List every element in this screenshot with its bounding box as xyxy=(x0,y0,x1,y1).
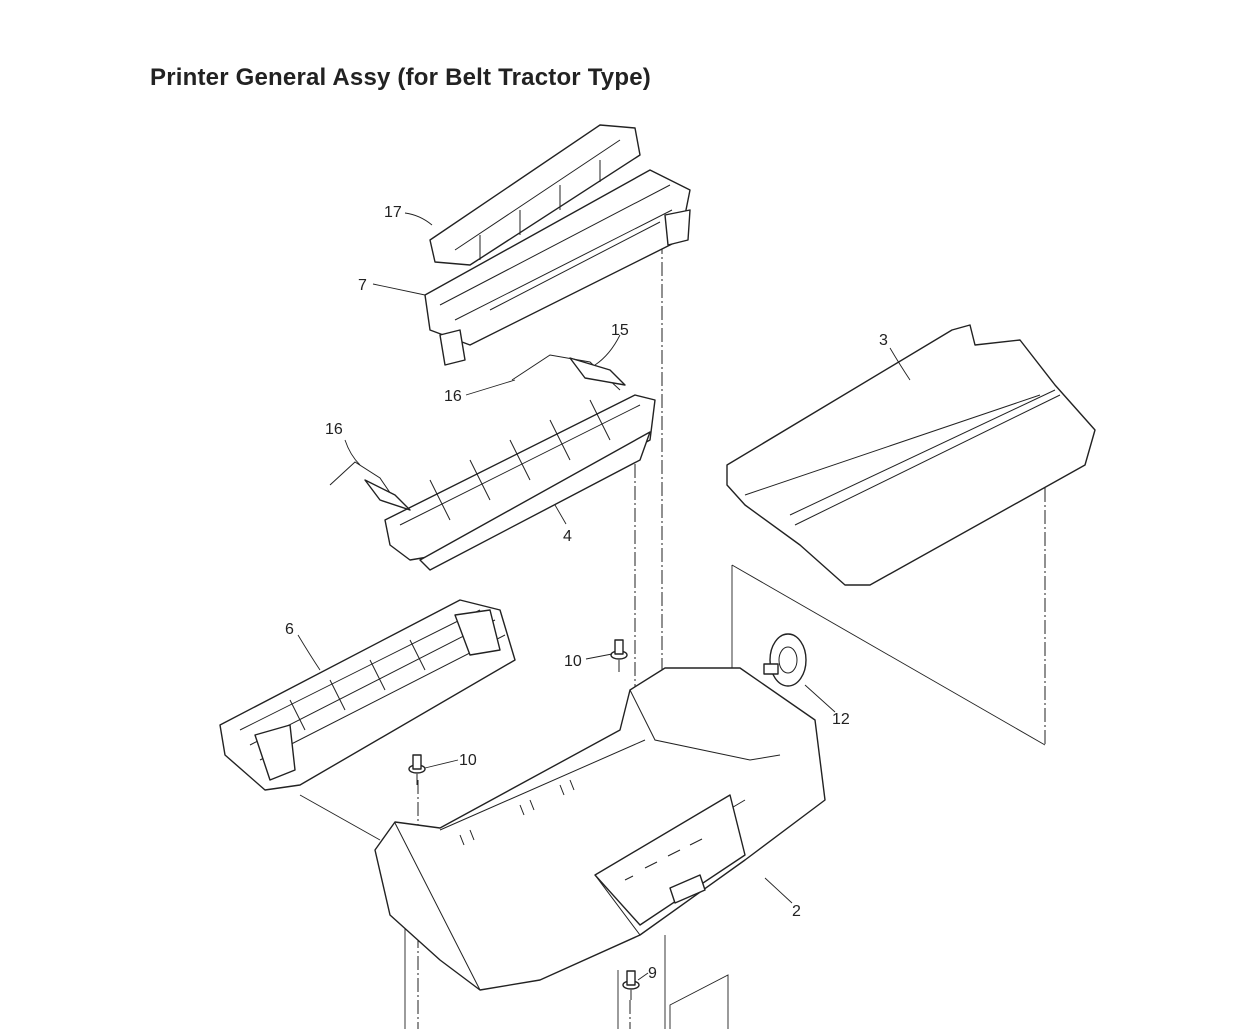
page-title: Printer General Assy (for Belt Tractor T… xyxy=(150,64,651,91)
screw-10-lower xyxy=(408,754,426,785)
part-4-tractor-unit xyxy=(329,354,656,571)
screw-10-upper xyxy=(610,639,628,672)
callout-16-right: 16 xyxy=(444,388,462,405)
callout-15: 15 xyxy=(611,322,629,339)
part-3-top-cover xyxy=(726,324,1096,586)
callout-6: 6 xyxy=(285,621,294,638)
part-6-carriage-assy xyxy=(219,599,516,791)
part-7-sheet-guide xyxy=(424,169,691,366)
callout-3: 3 xyxy=(879,332,888,349)
callout-17: 17 xyxy=(384,204,402,221)
callout-10-lower: 10 xyxy=(459,752,477,769)
callout-2: 2 xyxy=(792,903,801,920)
part-2-base-frame xyxy=(374,667,826,991)
callout-10-upper: 10 xyxy=(564,653,582,670)
callout-9: 9 xyxy=(648,965,657,982)
leader-lines xyxy=(297,212,911,981)
part-12-gear xyxy=(763,633,807,687)
part-17-paper-guide xyxy=(429,124,641,266)
callout-12: 12 xyxy=(832,711,850,728)
callout-7: 7 xyxy=(358,277,367,294)
screw-9 xyxy=(622,970,640,1000)
callout-4: 4 xyxy=(563,528,572,545)
callout-16-left: 16 xyxy=(325,421,343,438)
